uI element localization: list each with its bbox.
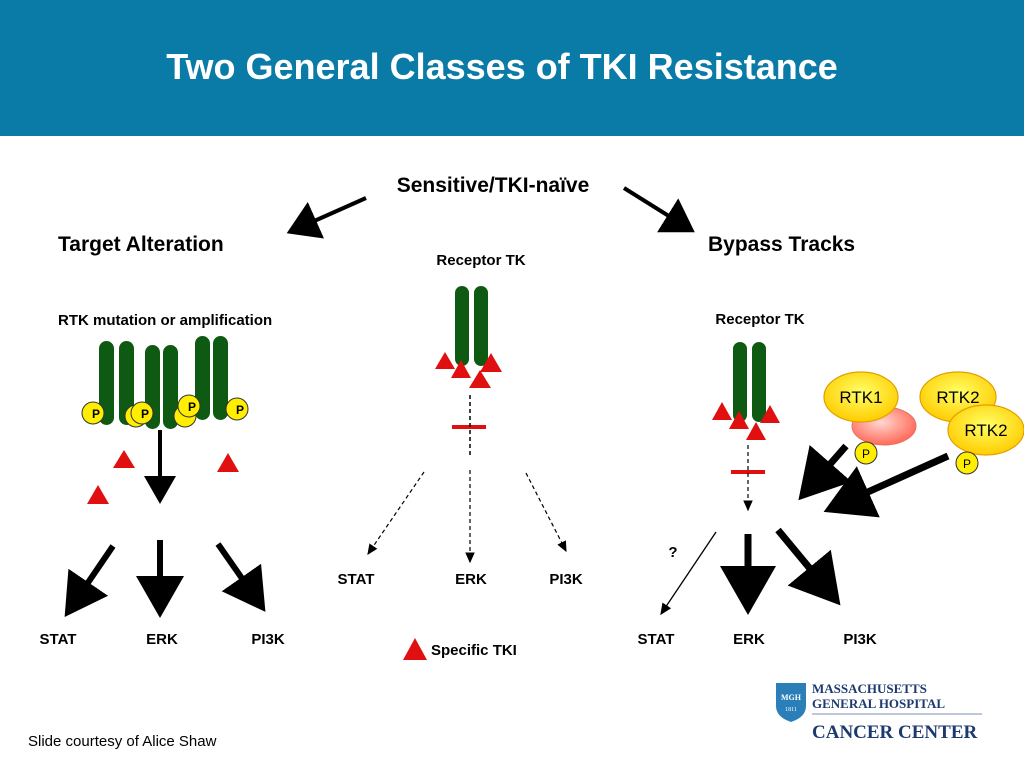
left-phospho-icons xyxy=(81,394,249,428)
left-tki-icons xyxy=(87,450,239,504)
center-stat-label: STAT xyxy=(338,571,375,588)
logo-badge-year: 1811 xyxy=(785,707,797,713)
rtk-mutation-label: RTK mutation or amplification xyxy=(58,312,272,329)
right-erk-label: ERK xyxy=(733,631,765,648)
center-arrow-pi3k xyxy=(525,472,567,553)
right-stat-label: STAT xyxy=(638,631,675,648)
center-receptor-tk xyxy=(455,286,488,366)
right-arrow-pi3k xyxy=(775,527,841,606)
right-tki-icons xyxy=(712,402,780,440)
rtk2-front-badge xyxy=(947,404,1024,456)
center-receptor-label: Receptor TK xyxy=(436,252,525,269)
phospho-label: P xyxy=(862,447,870,461)
center-arrow-stat xyxy=(367,471,425,555)
phospho-label: P xyxy=(188,400,196,414)
legend-tki-icon xyxy=(403,638,427,660)
right-arrow-stat xyxy=(660,531,717,616)
legend-label: Specific TKI xyxy=(431,642,517,659)
rtk2-front-label: RTK2 xyxy=(964,421,1007,440)
slide-credit: Slide courtesy of Alice Shaw xyxy=(28,733,217,750)
header-bar: Two General Classes of TKI Resistance xyxy=(0,0,1024,136)
mgh-shield-icon xyxy=(776,683,806,722)
left-stat-label: STAT xyxy=(40,631,77,648)
stat-question-mark: ? xyxy=(668,544,677,561)
logo-line2: GENERAL HOSPITAL xyxy=(812,696,945,711)
phospho-label: P xyxy=(236,403,244,417)
sensitive-label: Sensitive/TKI-naïve xyxy=(397,174,590,197)
phospho-label: P xyxy=(92,407,100,421)
center-erk-label: ERK xyxy=(455,571,487,588)
center-tki-icon xyxy=(435,352,502,388)
logo-line1: MASSACHUSETTS xyxy=(812,681,927,696)
rtk2-phospho-icon xyxy=(955,451,979,475)
left-arrow-stat xyxy=(64,544,116,617)
arrow-to-bypass-tracks xyxy=(622,186,695,233)
right-receptor-tk xyxy=(733,342,766,422)
right-receptor-label: Receptor TK xyxy=(715,311,804,328)
logo-line3: CANCER CENTER xyxy=(812,722,977,743)
bypass-tracks-title: Bypass Tracks xyxy=(708,233,855,256)
phospho-label: P xyxy=(963,457,971,471)
slide-title: Two General Classes of TKI Resistance xyxy=(166,46,838,87)
arrow-to-target-alteration xyxy=(286,196,367,239)
left-pi3k-label: PI3K xyxy=(251,631,285,648)
target-alteration-title: Target Alteration xyxy=(58,233,224,256)
left-arrow-pi3k xyxy=(215,542,266,612)
center-pi3k-label: PI3K xyxy=(549,571,583,588)
left-receptor-cluster xyxy=(99,336,228,429)
phospho-label: P xyxy=(141,407,149,421)
rtk1-label: RTK1 xyxy=(839,388,882,407)
left-erk-label: ERK xyxy=(146,631,178,648)
right-pi3k-label: PI3K xyxy=(843,631,877,648)
rtk2-arrow xyxy=(823,452,950,518)
logo-badge-text: MGH xyxy=(781,693,802,702)
rtk1-phospho-icon xyxy=(854,441,878,465)
rtk1-arrow xyxy=(798,443,852,501)
rtk2-back-label: RTK2 xyxy=(936,388,979,407)
rtk1-badge xyxy=(823,371,899,423)
mgh-logo: MGH 1811 MASSACHUSETTS GENERAL HOSPITAL … xyxy=(776,681,982,743)
